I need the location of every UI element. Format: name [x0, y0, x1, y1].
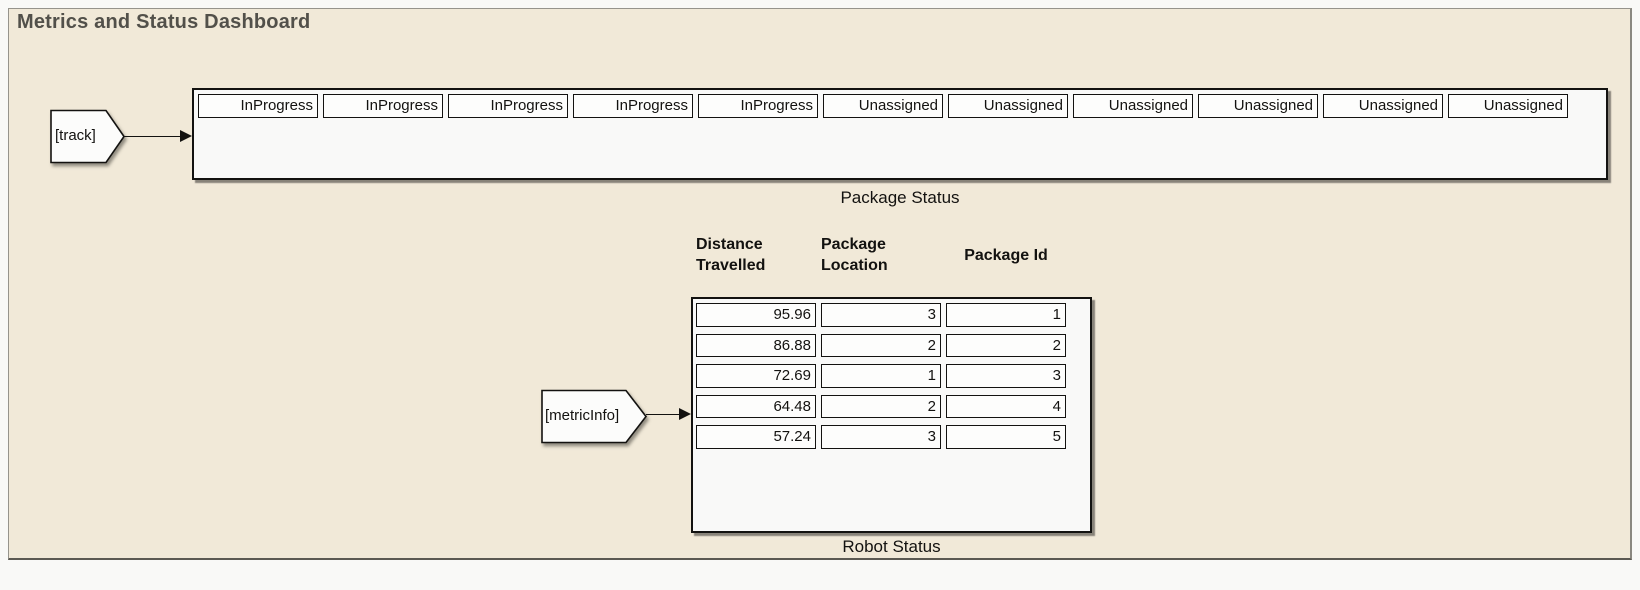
package-status-cell: Unassigned: [948, 94, 1068, 118]
table-cell: 2: [821, 394, 941, 418]
package-status-cell: InProgress: [198, 94, 318, 118]
package-status-cell: InProgress: [573, 94, 693, 118]
table-cell: 2: [821, 333, 941, 357]
page-title: Metrics and Status Dashboard: [17, 11, 311, 33]
package-status-block-label: Package Status: [840, 188, 960, 207]
robot-status-column-headers: Distance Travelled Package Location Pack…: [691, 232, 1092, 278]
robot-status-table: 95.96 3 1 86.88 2 2 72.69 1 3 64.48 2 4 …: [693, 299, 1090, 449]
from-tag-shape-icon: [50, 109, 125, 164]
arrowhead-icon: [679, 408, 691, 420]
from-tag-track[interactable]: [track]: [50, 109, 126, 165]
package-status-cell: Unassigned: [1198, 94, 1318, 118]
package-status-cell: Unassigned: [1448, 94, 1568, 118]
column-header-distance-travelled: Distance Travelled: [696, 236, 766, 274]
table-cell: 2: [946, 333, 1066, 357]
table-cell: 3: [821, 425, 941, 449]
table-cell: 3: [821, 303, 941, 327]
column-header-package-id: Package Id: [964, 246, 1048, 264]
package-status-cell: Unassigned: [1073, 94, 1193, 118]
signal-line-metricinfo[interactable]: [646, 408, 691, 421]
robot-status-block-label: Robot Status: [842, 537, 941, 556]
signal-line-shaft: [646, 413, 681, 415]
package-status-display-block[interactable]: InProgress InProgress InProgress InProgr…: [192, 88, 1608, 180]
table-cell: 1: [946, 303, 1066, 327]
table-cell: 3: [946, 364, 1066, 388]
table-cell: 57.24: [696, 425, 816, 449]
table-cell: 1: [821, 364, 941, 388]
table-cell: 95.96: [696, 303, 816, 327]
package-status-cells: InProgress InProgress InProgress InProgr…: [194, 90, 1606, 122]
robot-status-display-block[interactable]: 95.96 3 1 86.88 2 2 72.69 1 3 64.48 2 4 …: [691, 297, 1092, 533]
table-cell: 5: [946, 425, 1066, 449]
table-cell: 64.48: [696, 394, 816, 418]
from-tag-track-label: [track]: [55, 127, 96, 144]
signal-line-shaft: [124, 135, 182, 137]
package-status-cell: Unassigned: [1323, 94, 1443, 118]
from-tag-shape-icon: [541, 389, 648, 444]
from-tag-metricinfo[interactable]: [metricInfo]: [541, 389, 648, 445]
arrowhead-icon: [180, 130, 192, 142]
table-cell: 72.69: [696, 364, 816, 388]
column-header-package-location: Package Location: [821, 236, 888, 274]
package-status-cell: InProgress: [698, 94, 818, 118]
from-tag-metricinfo-label: [metricInfo]: [545, 407, 620, 424]
package-status-cell: Unassigned: [823, 94, 943, 118]
table-cell: 86.88: [696, 333, 816, 357]
signal-line-track[interactable]: [124, 130, 192, 143]
package-status-cell: InProgress: [448, 94, 568, 118]
package-status-cell: InProgress: [323, 94, 443, 118]
table-cell: 4: [946, 394, 1066, 418]
